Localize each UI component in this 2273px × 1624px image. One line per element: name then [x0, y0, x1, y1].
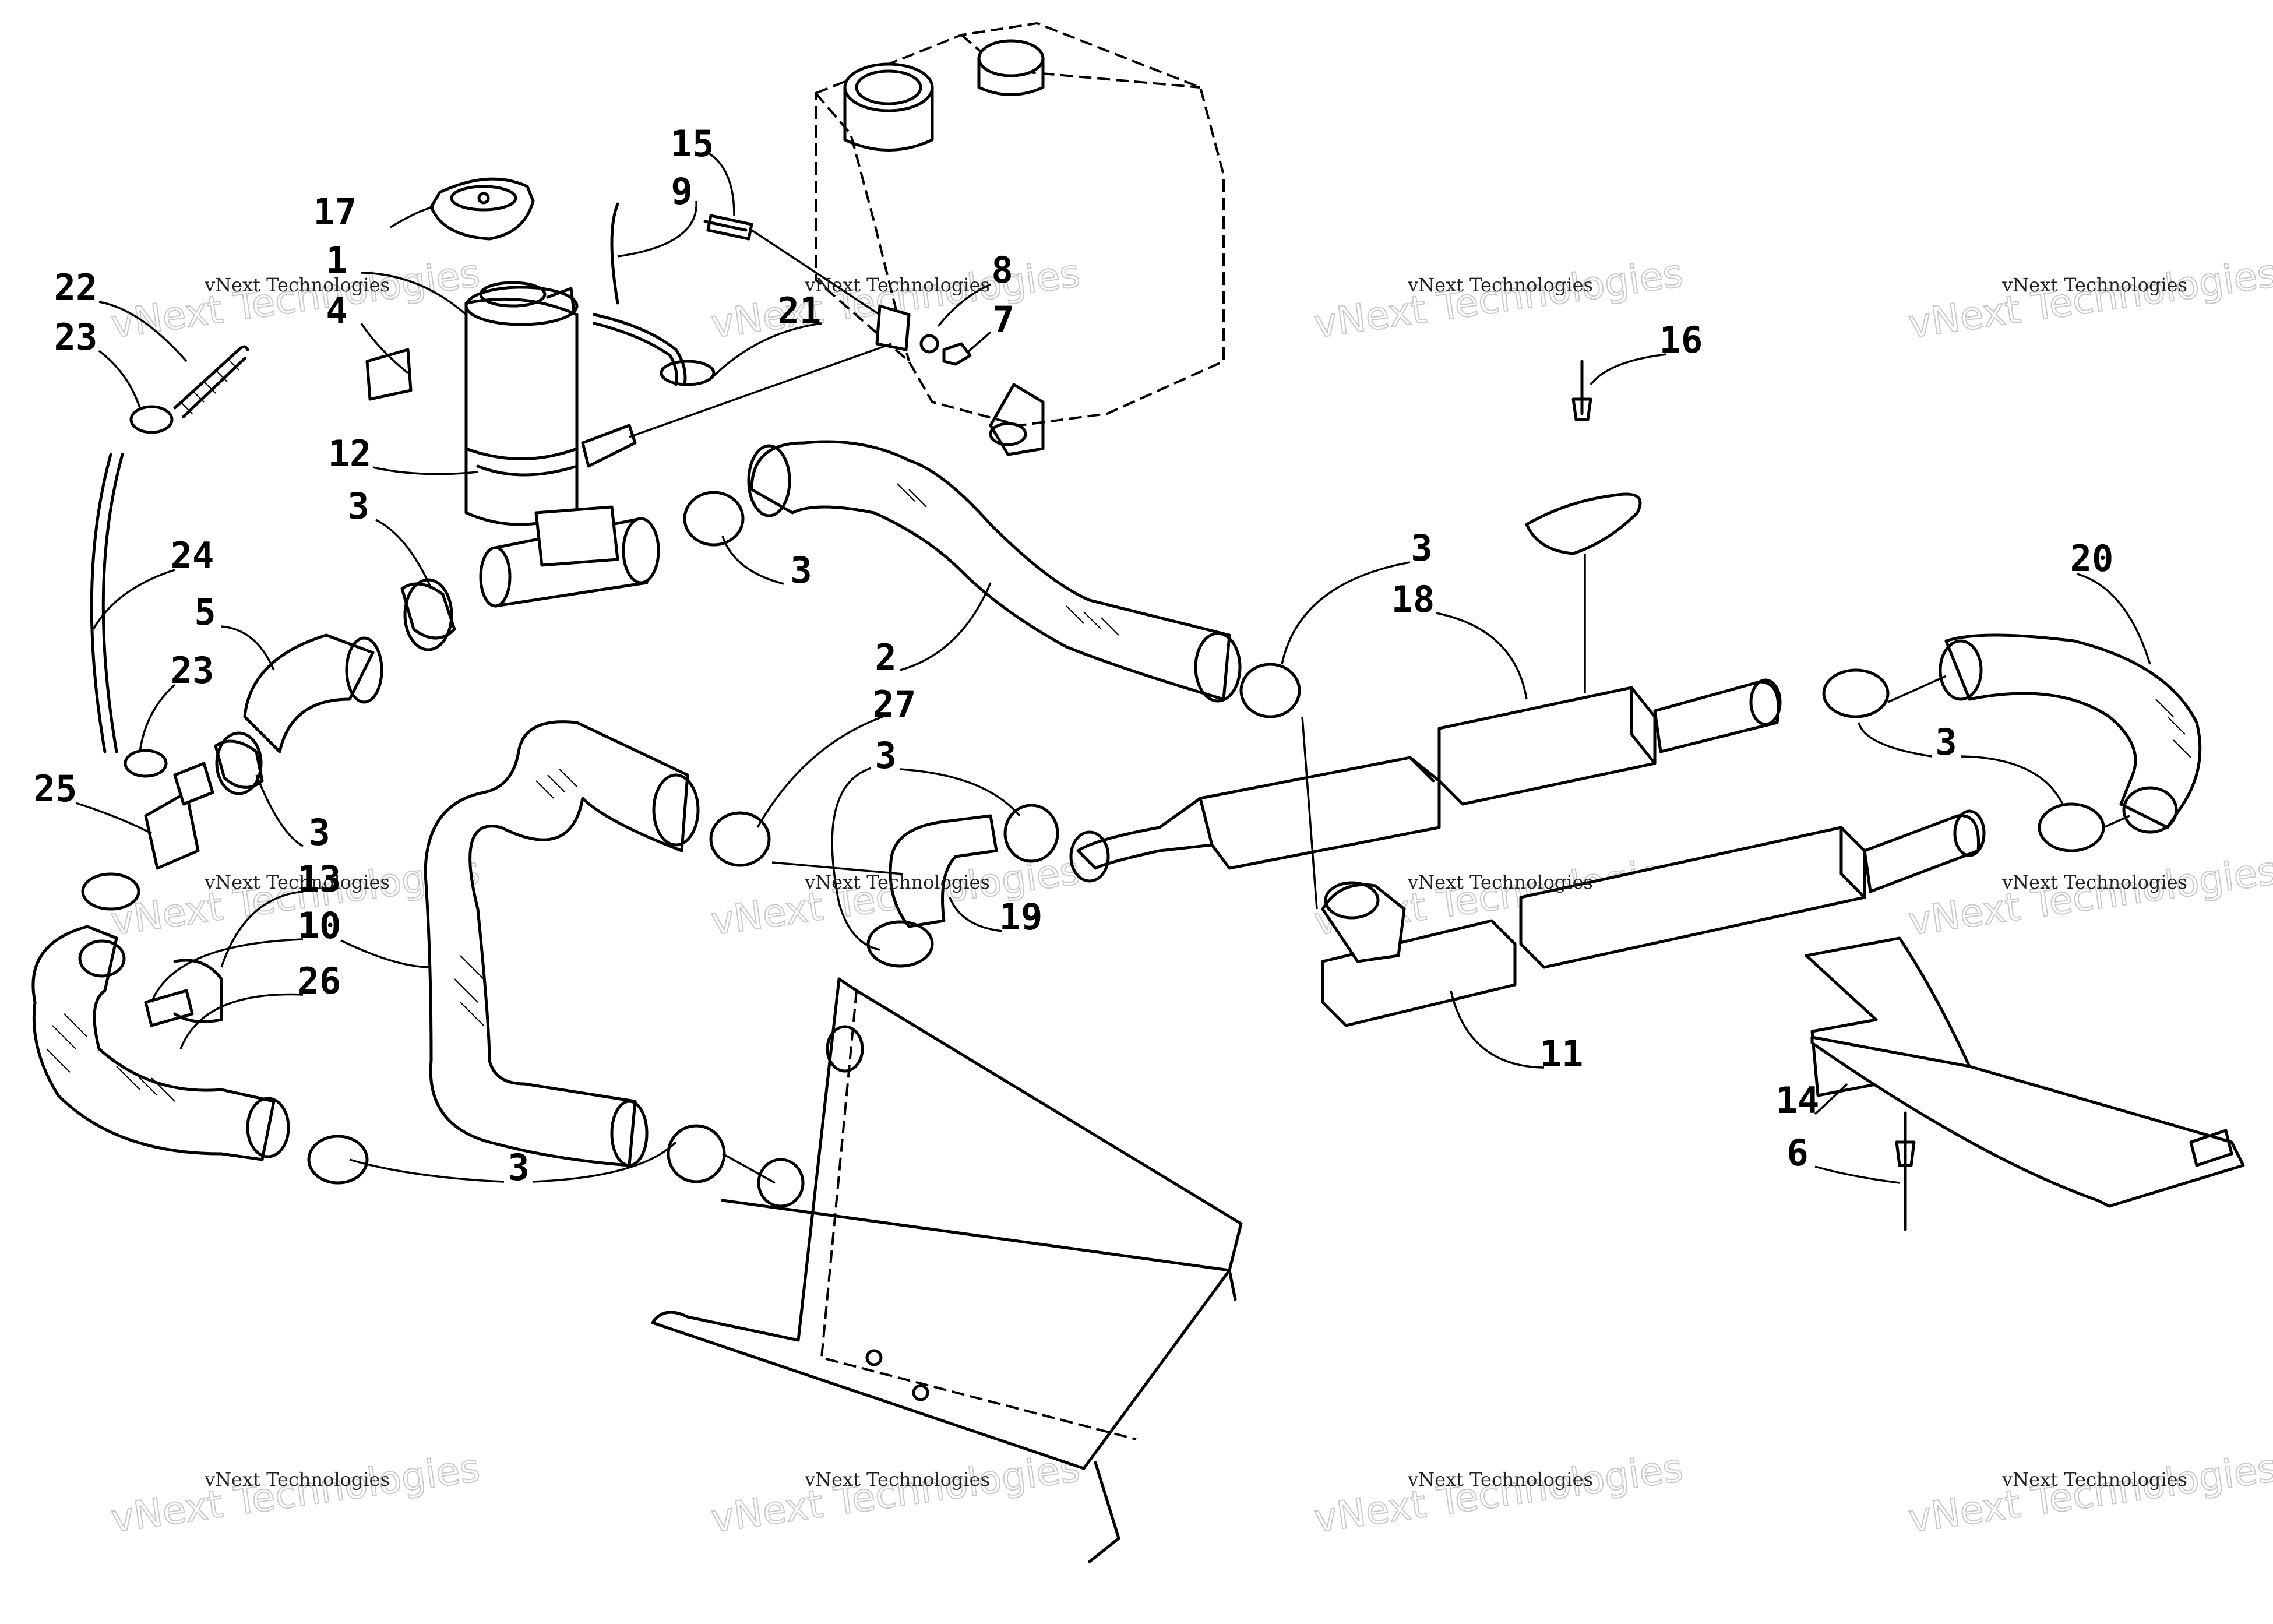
radiator-cap: [429, 177, 535, 241]
callout-16: 16: [1659, 319, 1703, 361]
callout-19: 19: [999, 896, 1043, 938]
callout-14: 14: [1776, 1079, 1820, 1122]
watermark-outline: vNext Technologies: [709, 1445, 1083, 1541]
callout-12: 12: [328, 432, 372, 475]
callout-17: 17: [313, 191, 357, 233]
callout-10: 10: [298, 904, 341, 947]
watermark-text: vNext Technologies: [204, 274, 390, 296]
decal: [365, 348, 413, 401]
heat-exchanger-upper: [1069, 668, 1890, 883]
overflow-hose: [593, 202, 716, 386]
skid-plate: [1805, 936, 2245, 1231]
watermark-text: vNext Technologies: [804, 274, 990, 296]
callout-2: 2: [875, 636, 896, 679]
callout-8: 8: [991, 249, 1013, 291]
return-hose: [1939, 633, 2202, 834]
watermark-text: vNext Technologies: [1407, 1468, 1593, 1491]
surge-tank: [464, 281, 660, 608]
callout-20: 20: [2070, 537, 2114, 580]
watermark-text: vNext Technologies: [204, 1468, 390, 1491]
watermark-text: vNext Technologies: [1407, 871, 1593, 893]
watermark-outline: vNext Technologies: [1906, 251, 2273, 347]
callout-7: 7: [992, 298, 1014, 341]
vent-hose: [90, 345, 249, 778]
callout-5: 5: [194, 591, 216, 633]
watermark-outline: vNext Technologies: [1312, 1445, 1686, 1541]
bracket-plate: [1525, 360, 1642, 555]
y-fitting: [144, 762, 214, 870]
watermark-text: vNext Technologies: [204, 871, 390, 893]
callout-27: 27: [873, 683, 917, 725]
callout-1: 1: [326, 239, 347, 281]
callout-18: 18: [1391, 578, 1435, 621]
watermark-text: vNext Technologies: [2001, 1468, 2187, 1491]
callout-3: 3: [508, 1146, 529, 1189]
radiator-hose: [424, 720, 771, 1183]
callout-6: 6: [1786, 1132, 1808, 1174]
watermark-text: vNext Technologies: [804, 871, 990, 893]
watermark-text: vNext Technologies: [804, 1468, 990, 1491]
callout-3: 3: [1411, 527, 1432, 569]
heat-exchanger-lower: [1519, 802, 2105, 969]
callout-26: 26: [298, 960, 341, 1002]
watermark-text: vNext Technologies: [1407, 274, 1593, 296]
callout-24: 24: [171, 534, 214, 577]
callout-22: 22: [54, 266, 98, 309]
mounting-hardware: [629, 214, 972, 438]
callout-23: 23: [171, 649, 214, 692]
callout-23: 23: [54, 316, 98, 358]
leader-lines: [75, 152, 2151, 1184]
heat-exchanger-end: [1321, 881, 1517, 1027]
callout-15: 15: [671, 122, 714, 165]
callout-13: 13: [298, 858, 341, 900]
watermark-outline: vNext Technologies: [108, 251, 482, 347]
callout-3: 3: [308, 811, 330, 854]
callout-3: 3: [1935, 721, 1957, 763]
callout-3: 3: [347, 485, 369, 527]
watermark-outline: vNext Technologies: [108, 1445, 482, 1541]
small-elbow-hose: [866, 804, 1059, 968]
callout-4: 4: [326, 290, 347, 332]
watermark-outline: vNext Technologies: [1906, 1445, 2273, 1541]
watermark-text-layer: vNext Technologies vNext Technologies vNex…: [204, 274, 2187, 1491]
watermark-outline: vNext Technologies: [1906, 848, 2273, 944]
radiator-panel: [651, 977, 1243, 1563]
callout-9: 9: [671, 170, 692, 213]
elbow-hose: [214, 578, 456, 795]
reservoir-tank: [815, 22, 1225, 456]
watermark-text: vNext Technologies: [2001, 871, 2187, 893]
watermark-text: vNext Technologies: [2001, 274, 2187, 296]
callout-11: 11: [1540, 1033, 1584, 1075]
callout-21: 21: [778, 290, 822, 332]
callout-25: 25: [34, 767, 77, 810]
callout-3: 3: [875, 734, 896, 777]
callout-3: 3: [790, 549, 812, 591]
watermark-outline: vNext Technologies: [1312, 251, 1686, 347]
upper-hose: [683, 440, 1301, 718]
